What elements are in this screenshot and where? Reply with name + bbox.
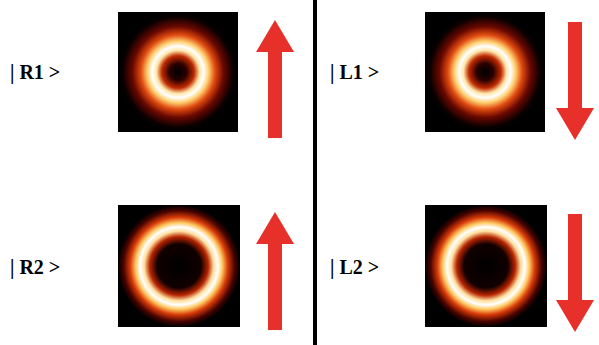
spin-arrow [256, 20, 294, 138]
state-label: | R2 > [10, 257, 60, 277]
spin-arrow [256, 212, 294, 330]
divider-line [313, 0, 317, 345]
spin-arrow [556, 22, 594, 140]
beam-profile [425, 205, 547, 327]
beam-profile [118, 205, 240, 327]
state-label: | L2 > [330, 257, 379, 277]
state-label: | L1 > [330, 62, 379, 82]
beam-profile [118, 12, 238, 132]
spin-arrow [556, 214, 594, 332]
state-label: | R1 > [10, 62, 60, 82]
beam-profile [425, 12, 545, 132]
